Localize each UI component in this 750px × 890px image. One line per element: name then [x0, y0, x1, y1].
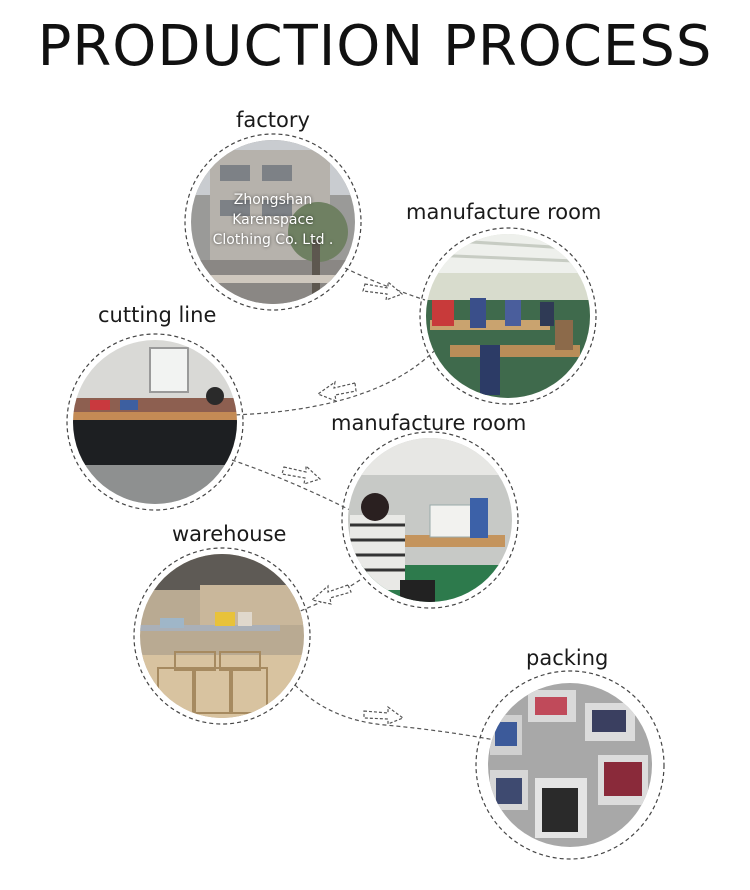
manufacture-room-photo	[419, 227, 597, 405]
overlay-line: Zhongshan	[233, 192, 313, 208]
connector-factory-to-manufacture	[344, 267, 426, 301]
arrow-icon	[316, 380, 357, 402]
step-label-manufacture-room: manufacture room	[406, 200, 602, 224]
step-label-warehouse: warehouse	[172, 522, 287, 546]
connector-warehouse-to-packing	[294, 684, 496, 741]
step-label-packing: packing	[526, 646, 609, 670]
connector-manufacture-to-cutting	[231, 344, 441, 416]
page-title: PRODUCTION PROCESS	[37, 14, 713, 79]
factory-overlay-text: Zhongshan Karenspace Clothing Co. Ltd .	[193, 190, 353, 250]
arrow-icon	[363, 705, 405, 725]
warehouse-photo	[133, 547, 311, 725]
overlay-line: Clothing Co. Ltd .	[212, 232, 334, 248]
step-label-cutting-line: cutting line	[98, 303, 217, 327]
arrow-icon	[310, 584, 352, 605]
step-label-factory: factory	[236, 108, 310, 132]
arrow-icon	[281, 464, 322, 485]
manufacture-room-2-photo	[341, 431, 519, 609]
step-label-manufacture-room-2: manufacture room	[331, 411, 527, 435]
packing-photo	[475, 670, 665, 860]
overlay-line: Karenspace	[232, 212, 314, 228]
cutting-line-photo	[66, 333, 244, 511]
connector-cutting-to-manufacture2	[231, 459, 351, 511]
arrow-icon	[362, 280, 404, 301]
